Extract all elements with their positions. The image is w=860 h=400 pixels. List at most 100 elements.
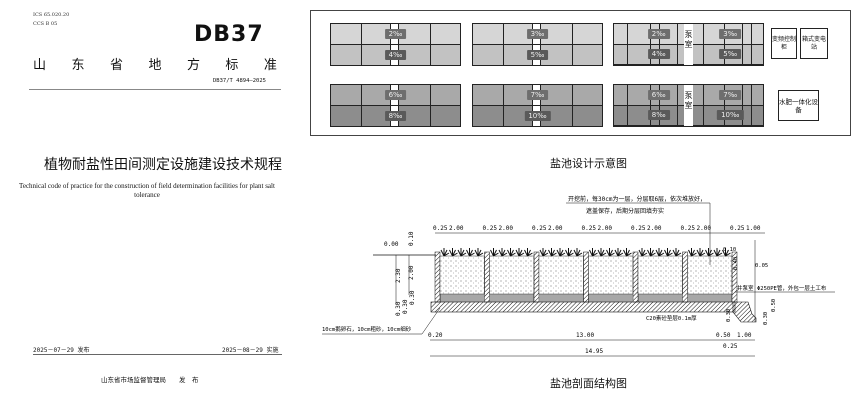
top-dimension-label: 1.00 [746, 225, 761, 232]
plant-icon [524, 248, 533, 257]
right-dim-h: 0.40 [733, 257, 739, 270]
pool-wall [583, 251, 589, 303]
plant-icon [589, 248, 598, 257]
plant-icon [474, 248, 484, 257]
salt-pool: 2‰4‰ [330, 23, 461, 66]
grid-line [703, 24, 705, 44]
top-dimension-label: 2.00 [697, 225, 712, 232]
top-dimension-label: 2.00 [499, 225, 514, 232]
grid-line [502, 24, 504, 44]
top-dimension-label: 2.00 [647, 225, 662, 232]
top-dimension-label: 0.25 [681, 225, 696, 232]
filter-layer [638, 294, 683, 302]
grid-line [627, 24, 629, 44]
pool-section: 5‰ [473, 44, 602, 65]
excavation-note-2: 遮盖保存，后期分层回填夯实 [586, 207, 664, 215]
grid-line [676, 24, 678, 44]
plant-icon [498, 248, 508, 257]
grid-line [627, 44, 629, 64]
left-dim-h2: 2.00 [408, 265, 415, 280]
heading-char: 省 [109, 58, 123, 73]
plant-icon [623, 248, 632, 257]
plant-icon [565, 248, 574, 257]
filter-layer [440, 294, 485, 302]
heading-char: 方 [186, 58, 200, 73]
grid-line [676, 44, 678, 64]
plant-icon [449, 248, 458, 257]
heading-char: 东 [71, 58, 85, 73]
salinity-label: 8‰ [647, 110, 670, 121]
salinity-label: 6‰ [384, 89, 407, 100]
header-rule [29, 89, 281, 90]
pool-cells [434, 248, 738, 303]
grid-line [751, 24, 753, 44]
left-dim-top: 0.10 [408, 231, 415, 246]
salt-pool: 2‰3‰4‰5‰泵室 [613, 23, 764, 66]
left-dim-h5: 0.30 [402, 299, 409, 314]
right-dim-top: 0.10 [723, 247, 736, 253]
box-substation: 箱式变电站 [800, 28, 828, 59]
grid-line [572, 85, 574, 105]
grid-line [751, 105, 753, 125]
base-slab [430, 301, 736, 313]
grid-line [360, 24, 362, 44]
pump-room: 泵室 [684, 85, 694, 126]
salinity-label: 6‰ [647, 89, 670, 100]
heading-char: 山 [33, 58, 47, 73]
soil-fill [538, 255, 584, 295]
bottom-dim-total: 14.95 [585, 348, 603, 355]
pool-section: 6‰ [331, 85, 460, 106]
filter-layer [489, 294, 534, 302]
ics-code: ICS 65.020.20 [33, 12, 70, 18]
plant-icon [507, 248, 516, 257]
soil-fill [637, 255, 683, 295]
grid-line [742, 85, 744, 105]
left-dim-h3: 0.30 [409, 290, 416, 305]
section-diagram-caption: 盐池剖面结构图 [550, 377, 627, 390]
top-dimension-label: 0.25 [483, 225, 498, 232]
salinity-label: 2‰ [647, 28, 670, 39]
pool-wall [632, 251, 639, 303]
salinity-label: 7‰ [526, 89, 549, 100]
salt-pool: 6‰ 8‰ [330, 84, 461, 127]
pump-well-base [732, 301, 757, 323]
plant-icon [539, 248, 549, 257]
plant-icon [515, 248, 525, 257]
salinity-label: 8‰ [384, 110, 407, 121]
top-dimension-label: 0.25 [433, 225, 448, 232]
right-dim-d: 0.05 [755, 263, 768, 269]
pump-well-label: 井泵室 [737, 284, 754, 292]
grid-line [430, 44, 432, 65]
ground-level: 0.00 [384, 241, 399, 248]
salinity-label: 4‰ [384, 49, 407, 60]
bottom-dim-a: 0.50 [716, 332, 731, 339]
filter-layer [539, 294, 584, 302]
pool-section: 10‰ [473, 105, 602, 126]
plant-icon [606, 248, 615, 257]
title-en: Technical code of practice for the const… [19, 182, 275, 199]
grid-line [676, 85, 678, 105]
pump-room: 泵室 [684, 24, 694, 65]
grid-line [742, 24, 744, 44]
plant-icon [672, 248, 682, 257]
pool-section: 3‰ [473, 24, 602, 45]
plant-icon [688, 248, 697, 257]
plant-icon [655, 248, 665, 257]
heading-char: 标 [225, 58, 239, 73]
plant-icon [556, 248, 566, 257]
salt-pool: 6‰7‰8‰10‰泵室 [613, 84, 764, 127]
top-dimension-label: 0.25 [582, 225, 597, 232]
heading-char: 准 [263, 58, 277, 73]
bottom-dim-main: 13.00 [576, 332, 594, 339]
grid-line [676, 105, 678, 125]
design-diagram-frame [310, 10, 851, 136]
soil-fill [588, 255, 634, 295]
top-dimension-label: 0.25 [631, 225, 646, 232]
plant-icon [722, 248, 731, 257]
pool-wall [434, 251, 441, 303]
pipe-note: Φ250PE管，外包一层土工布 [757, 284, 827, 292]
grid-line [502, 105, 504, 126]
excavation-note-1: 开挖前，每30cm为一层，分层取6层，依次堆放好， [568, 195, 706, 203]
soil-fill [489, 255, 535, 295]
